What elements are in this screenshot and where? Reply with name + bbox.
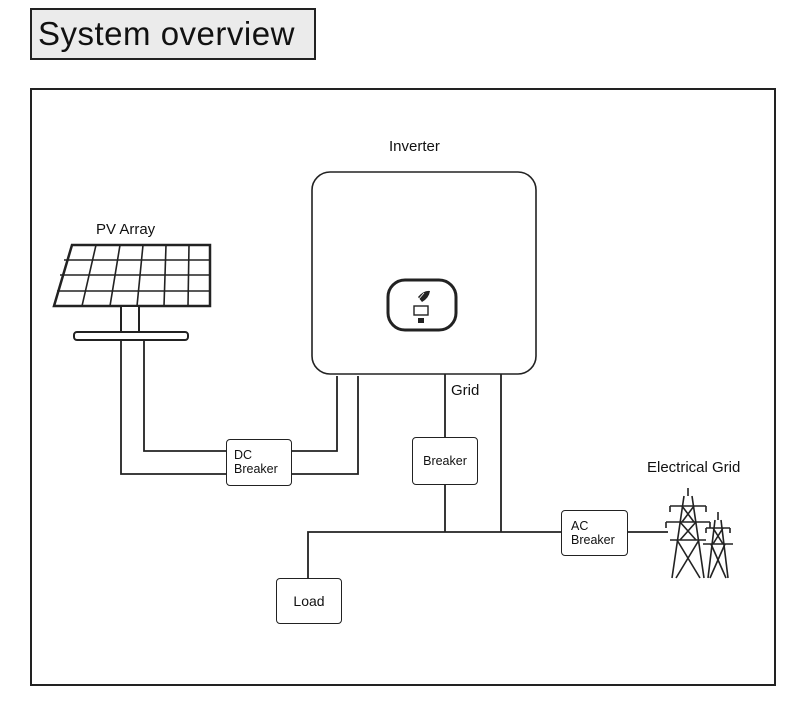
grid-port-label: Grid bbox=[451, 382, 480, 399]
load-label: Load bbox=[293, 593, 325, 609]
dc-breaker-line2: Breaker bbox=[234, 462, 278, 476]
power-tower-icon bbox=[665, 488, 733, 579]
page-title: System overview bbox=[30, 8, 316, 60]
inverter-label: Inverter bbox=[389, 138, 440, 155]
load-box: Load bbox=[276, 578, 342, 624]
inverter-display-icon bbox=[386, 278, 458, 332]
dc-breaker: DC Breaker bbox=[226, 439, 292, 486]
electrical-grid-label: Electrical Grid bbox=[647, 459, 741, 476]
ac-breaker: AC Breaker bbox=[561, 510, 628, 556]
leaf-icon bbox=[417, 290, 430, 302]
ac-breaker-line2: Breaker bbox=[571, 533, 615, 547]
solar-panel-icon bbox=[52, 243, 212, 341]
page-title-text: System overview bbox=[38, 15, 295, 52]
dc-wires bbox=[120, 340, 359, 475]
grid-breaker-label: Breaker bbox=[423, 454, 467, 468]
ac-breaker-line1: AC bbox=[571, 519, 589, 533]
dc-breaker-line1: DC bbox=[234, 448, 253, 462]
inverter-body bbox=[311, 171, 537, 375]
pv-array-label: PV Array bbox=[96, 221, 156, 238]
ac-wires bbox=[307, 374, 668, 578]
grid-breaker: Breaker bbox=[412, 437, 478, 485]
